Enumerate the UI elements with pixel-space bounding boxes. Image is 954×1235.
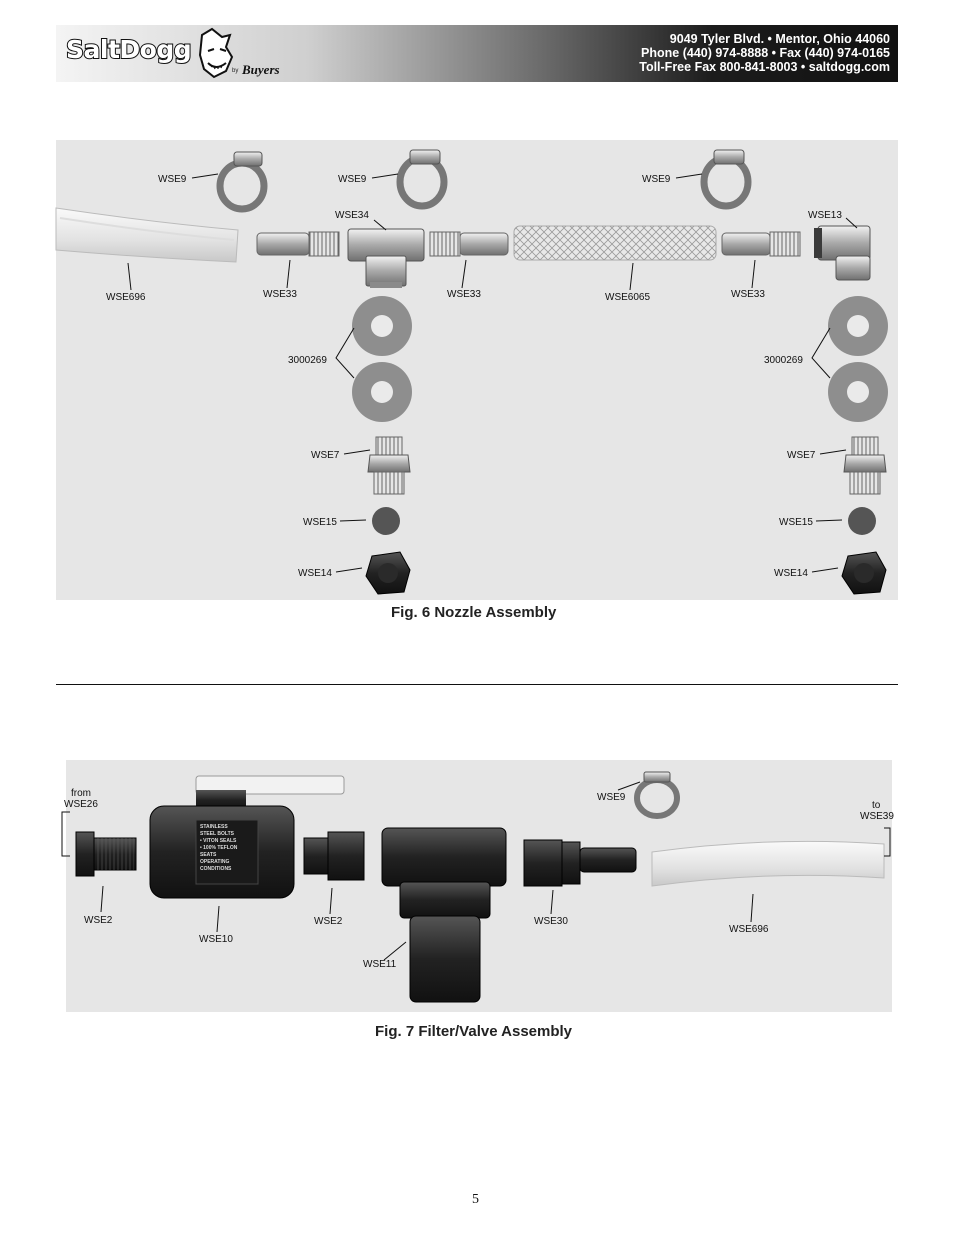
fig6-leader-lines <box>127 173 858 573</box>
nozzle-cap-wse14-b <box>841 551 887 595</box>
valve-text-line: STAINLESS <box>200 824 228 830</box>
label-wse15-b: WSE15 <box>779 517 813 528</box>
label-wse14-a: WSE14 <box>298 568 332 579</box>
label-wse15-a: WSE15 <box>303 517 337 528</box>
address-line-2: Phone (440) 974-8888 • Fax (440) 974-016… <box>641 46 890 60</box>
brand-logo: SaltDogg <box>65 34 193 65</box>
label-wse2-b: WSE2 <box>314 916 343 927</box>
screen-wse15-a <box>372 507 400 535</box>
label-wse696: WSE696 <box>106 292 146 303</box>
valve-text-line: OPERATING CONDITIONS <box>200 859 232 872</box>
page-number: 5 <box>472 1192 479 1207</box>
strainer-filter-wse11 <box>381 827 507 1003</box>
label-3000269-a: 3000269 <box>288 355 327 366</box>
hose-wse696-fig6 <box>55 207 239 263</box>
label-to: to <box>872 800 881 811</box>
washer-3000269-b1 <box>828 296 888 356</box>
hex-nipple-wse7-b <box>843 436 887 495</box>
label-wse33-c: WSE33 <box>731 289 765 300</box>
barb-fitting-wse30 <box>523 839 637 887</box>
washer-3000269-a2 <box>352 362 412 422</box>
hose-wse696-fig7 <box>651 840 885 887</box>
valve-body-text: STAINLESS STEEL BOLTS • VITON SEALS • 10… <box>200 824 256 873</box>
brand-by: by <box>232 68 239 74</box>
label-wse6065: WSE6065 <box>605 292 651 303</box>
hose-clamp-wse9-a <box>216 151 268 213</box>
fig6-photo-panel <box>56 140 898 600</box>
label-from-wse26: WSE26 <box>64 799 98 810</box>
label-wse33-b: WSE33 <box>447 289 481 300</box>
label-wse13: WSE13 <box>808 210 842 221</box>
hex-nipple-wse2-a <box>75 831 137 877</box>
fig7-caption: Fig. 7 Filter/Valve Assembly <box>375 1023 573 1040</box>
tee-fitting-wse34 <box>347 228 425 288</box>
label-wse34: WSE34 <box>335 210 369 221</box>
address-line-3: Toll-Free Fax 800-841-8003 • saltdogg.co… <box>639 60 890 74</box>
hose-clamp-wse9-fig7 <box>634 771 680 819</box>
hose-clamp-wse9-b <box>396 149 448 210</box>
label-from: from <box>71 788 91 799</box>
label-to-wse39: WSE39 <box>860 811 894 822</box>
label-wse7-a: WSE7 <box>311 450 340 461</box>
dog-mascot-icon <box>198 27 234 79</box>
barb-fitting-wse33-b <box>429 231 509 257</box>
hex-nipple-wse7-a <box>367 436 411 495</box>
company-address: 9049 Tyler Blvd. • Mentor, Ohio 44060 Ph… <box>639 32 890 74</box>
ball-valve-wse10 <box>149 775 345 899</box>
label-wse9-b: WSE9 <box>338 174 367 185</box>
label-wse9-fig7: WSE9 <box>597 792 626 803</box>
fig6-caption: Fig. 6 Nozzle Assembly <box>391 604 557 621</box>
label-wse9-a: WSE9 <box>158 174 187 185</box>
hose-clamp-wse9-c <box>700 149 752 210</box>
label-wse30: WSE30 <box>534 916 568 927</box>
label-3000269-b: 3000269 <box>764 355 803 366</box>
label-wse696-fig7: WSE696 <box>729 924 769 935</box>
fig7-leader-lines <box>61 781 891 961</box>
label-wse11: WSE11 <box>363 959 397 970</box>
label-wse33-a: WSE33 <box>263 289 297 300</box>
valve-text-line: • VITON SEALS <box>200 838 237 844</box>
brand-maker: Buyers <box>242 62 280 77</box>
valve-text-line: SEATS <box>200 852 217 858</box>
valve-text-line: STEEL BOLTS <box>200 831 234 837</box>
barb-fitting-wse33-a <box>256 231 340 257</box>
page-header: SaltDogg by Buyers 9049 Tyler Blvd. • Me… <box>56 25 898 82</box>
label-wse7-b: WSE7 <box>787 450 816 461</box>
valve-text-line: • 100% TEFLON <box>200 845 238 851</box>
elbow-fitting-wse13 <box>814 225 871 281</box>
address-line-1: 9049 Tyler Blvd. • Mentor, Ohio 44060 <box>669 32 890 46</box>
label-wse2-a: WSE2 <box>84 915 113 926</box>
label-wse9-c: WSE9 <box>642 174 671 185</box>
hex-nipple-wse2-b <box>303 831 365 881</box>
barb-fitting-wse33-c <box>721 231 801 257</box>
washer-3000269-a1 <box>352 296 412 356</box>
washer-3000269-b2 <box>828 362 888 422</box>
label-wse10: WSE10 <box>199 934 233 945</box>
nozzle-cap-wse14-a <box>365 551 411 595</box>
section-divider <box>56 684 898 685</box>
screen-wse15-b <box>848 507 876 535</box>
label-wse14-b: WSE14 <box>774 568 808 579</box>
